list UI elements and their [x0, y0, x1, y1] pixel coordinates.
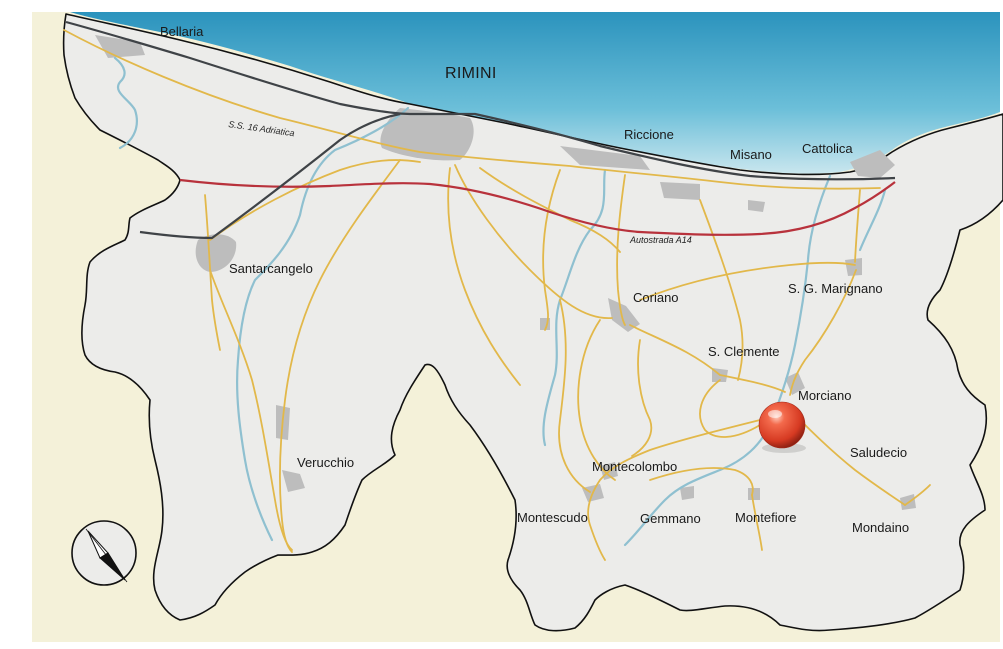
road-ss16	[63, 29, 881, 190]
riccione-urban-area	[560, 146, 650, 170]
road-marecchiese	[278, 159, 401, 553]
location-ball-icon	[758, 401, 806, 453]
place-label-cattolica: Cattolica	[802, 141, 853, 156]
road-rimini-south-inner	[447, 167, 521, 386]
river-marecchia	[236, 106, 410, 542]
railway-coastal	[65, 20, 896, 181]
sgmarignano-urban-area	[845, 258, 862, 276]
road-gemmano-montefiore	[649, 467, 754, 496]
road-rimini-coriano	[454, 164, 613, 319]
montefiore-urban-area	[748, 488, 760, 500]
rimini-urban-area	[380, 108, 474, 161]
gemmano-urban-area	[680, 486, 694, 500]
road-montefiore-south	[751, 494, 763, 551]
place-label-coriano: Coriano	[633, 290, 679, 305]
place-label-saludecio: Saludecio	[850, 445, 907, 460]
road-misano-sclemente	[699, 199, 744, 381]
place-label-sgmarignano: S. G. Marignano	[788, 281, 883, 296]
road-morciano-saludecio	[789, 409, 906, 506]
road-santarcangelo-south	[204, 194, 221, 351]
place-label-verucchio: Verucchio	[297, 455, 354, 470]
road-coriano-sclemente	[629, 324, 786, 393]
road-riccione-coriano	[616, 174, 626, 326]
morciano-urban-area	[785, 372, 805, 395]
place-label-montescudo: Montescudo	[517, 510, 588, 525]
place-label-montefiore: Montefiore	[735, 510, 796, 525]
place-label-montecolombo: Montecolombo	[592, 459, 677, 474]
road-montescudo-link	[558, 299, 591, 493]
place-label-gemmano: Gemmano	[640, 511, 701, 526]
road-via-emilia	[209, 159, 421, 241]
place-label-sclemente: S. Clemente	[708, 344, 780, 359]
road-marignano-morciano	[789, 269, 857, 396]
place-label-rimini: RIMINI	[445, 65, 497, 82]
compass-needle-icon	[71, 520, 137, 586]
road-coriano-inner-loop	[577, 319, 616, 481]
cattolica-urban-area	[850, 150, 895, 178]
road-verucchio-west	[209, 269, 293, 551]
town-areas	[95, 35, 916, 510]
road-morciano-montecolombo	[587, 419, 761, 561]
road-saludecio-mondaino	[904, 484, 931, 506]
railway-santarcangelo-link	[139, 112, 401, 240]
place-label-misano: Misano	[730, 147, 772, 162]
place-label-bellaria: Bellaria	[160, 24, 204, 39]
road-coriano-cattolica	[639, 261, 856, 301]
urban-area-misc-2	[748, 200, 765, 212]
sea	[70, 12, 1000, 174]
road-riccione-south	[542, 169, 561, 331]
place-label-morciano: Morciano	[798, 388, 851, 403]
river-ventena	[858, 188, 887, 252]
place-label-santarcangelo: Santarcangelo	[229, 261, 313, 276]
road-sclemente-morciano	[699, 379, 761, 438]
road-label-a14: Autostrada A14	[629, 235, 692, 245]
santarcangelo-urban-area	[195, 234, 237, 272]
verucchio-south-area	[282, 470, 305, 492]
railways	[65, 20, 896, 240]
road-cattolica-marignano	[854, 189, 861, 263]
place-label-mondaino: Mondaino	[852, 520, 909, 535]
motorway-a14	[179, 178, 896, 236]
coriano-urban-area	[608, 298, 640, 332]
misano-urban-area	[660, 182, 700, 200]
road-coriano-montecolombo	[631, 339, 653, 457]
place-labels: Bellaria RIMINI Riccione Misano Cattolic…	[160, 24, 909, 535]
river-uso	[113, 56, 138, 150]
place-label-riccione: Riccione	[624, 127, 674, 142]
